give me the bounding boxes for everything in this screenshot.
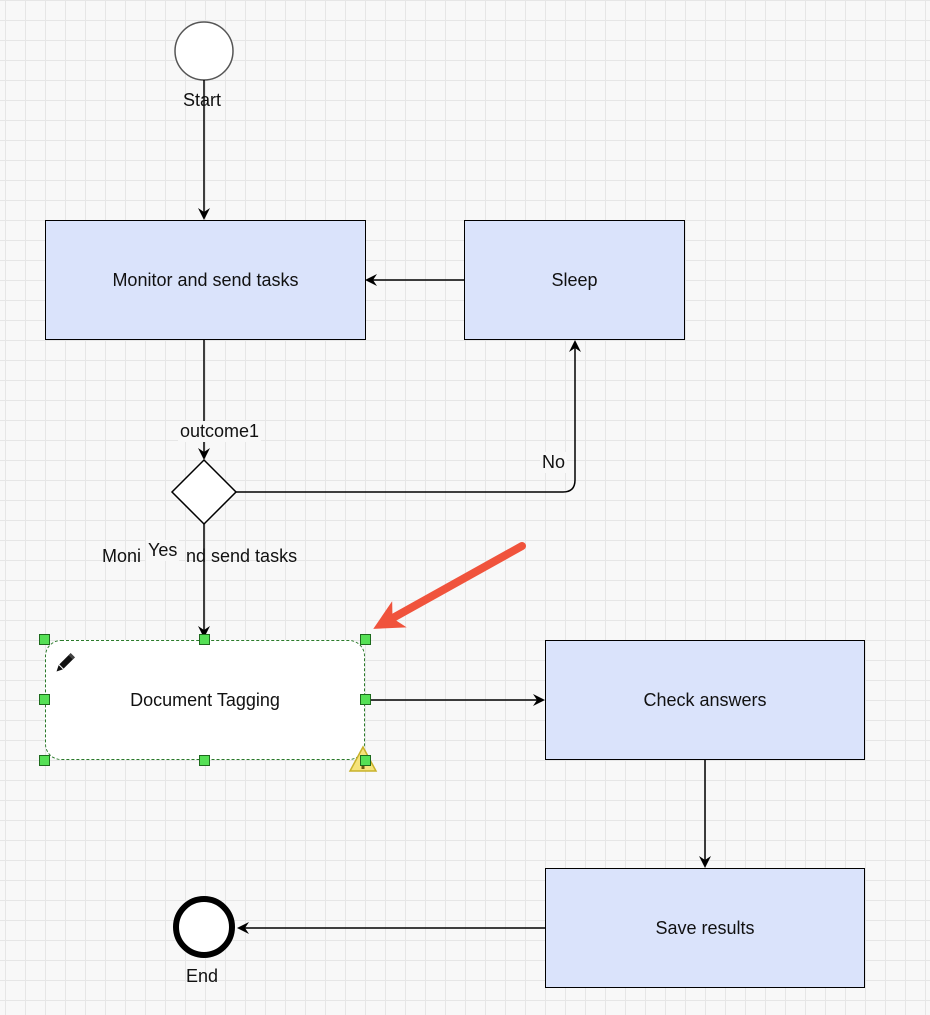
resize-handle-right[interactable] [360,694,371,705]
end-event[interactable] [173,896,235,958]
task-check-label: Check answers [643,689,767,710]
task-sleep-label: Sleep [551,269,598,290]
resize-handle-top-left[interactable] [39,634,50,645]
pencil-icon[interactable] [52,650,78,676]
ghost-label-right: nd send tasks [186,546,298,566]
start-event[interactable] [174,21,234,81]
task-monitor-and-send[interactable]: Monitor and send tasks [45,220,366,340]
decision-gateway[interactable] [170,458,238,526]
edge-label-outcome[interactable]: outcome1 [178,421,262,442]
end-label: End [186,966,219,986]
resize-handle-top-right[interactable] [360,634,371,645]
ghost-label-left: Moni [102,546,142,566]
resize-handle-left[interactable] [39,694,50,705]
task-monitor-label: Monitor and send tasks [112,269,299,290]
task-check-answers[interactable]: Check answers [545,640,865,760]
task-document-tagging[interactable]: Document Tagging [45,640,365,760]
resize-handle-bottom[interactable] [199,755,210,766]
task-save-results[interactable]: Save results [545,868,865,988]
edge-decision-sleep[interactable] [236,340,581,493]
task-sleep[interactable]: Sleep [464,220,685,340]
edge-label-yes[interactable]: Yes [146,540,180,561]
resize-handle-bottom-left[interactable] [39,755,50,766]
task-save-label: Save results [655,917,755,938]
resize-handle-bottom-right[interactable] [360,755,371,766]
task-tagging-label: Document Tagging [130,689,280,710]
edge-label-no[interactable]: No [540,452,568,473]
start-label: Start [183,90,222,110]
annotation-arrow [373,542,526,629]
resize-handle-top[interactable] [199,634,210,645]
